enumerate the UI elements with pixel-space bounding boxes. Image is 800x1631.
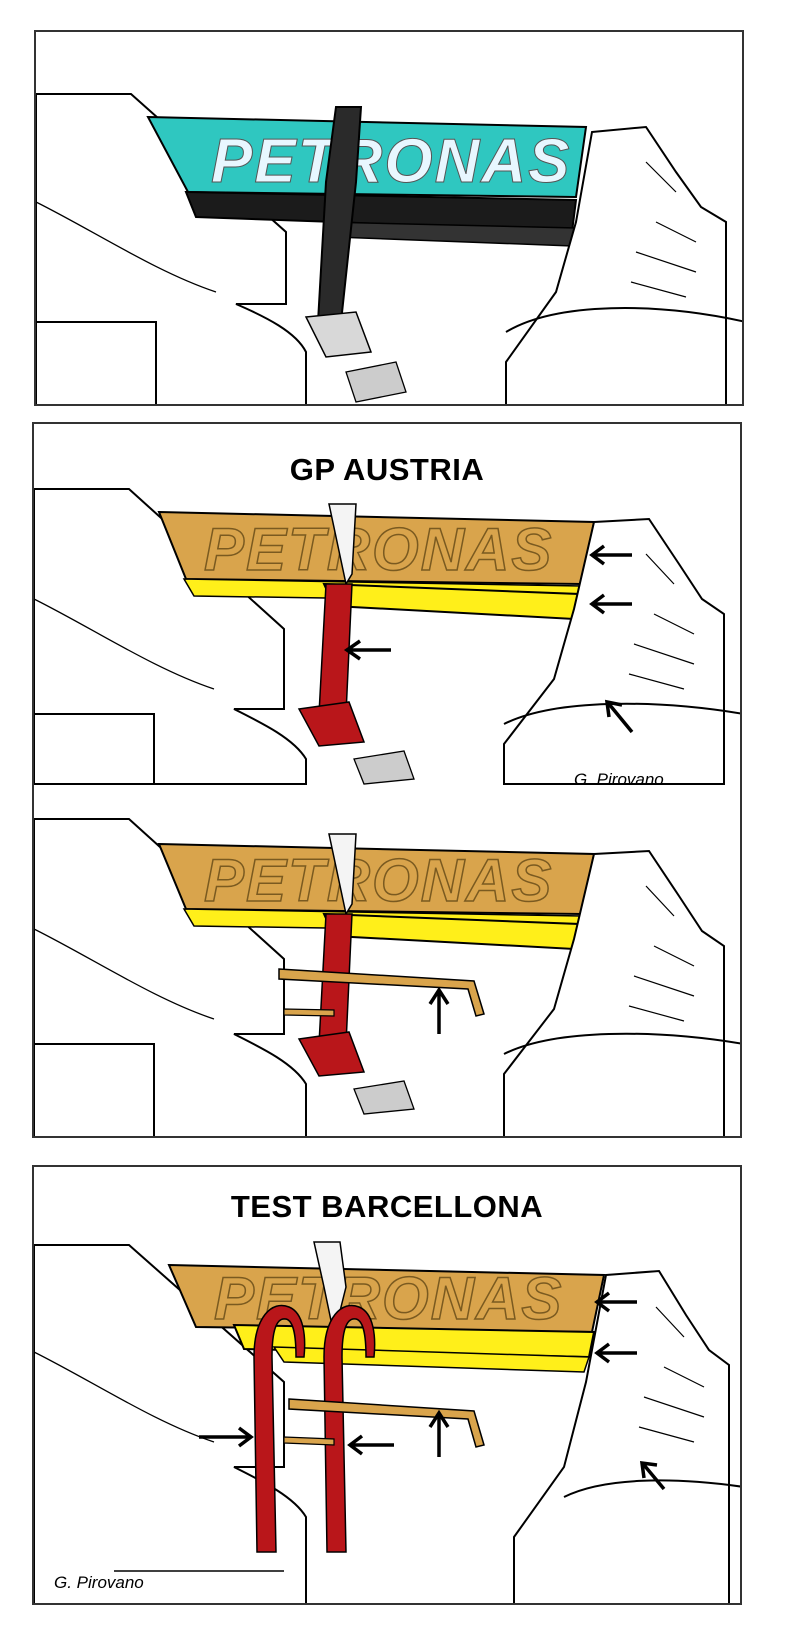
engine-cover xyxy=(36,93,307,404)
wing-drawing-barcellona: PETRONAS xyxy=(34,1241,740,1603)
arrow-icon xyxy=(589,544,632,566)
beam-wing-lower xyxy=(283,1008,335,1017)
diffuser-vane xyxy=(353,1080,415,1115)
arrow-icon xyxy=(594,1342,637,1364)
endplate-slots xyxy=(628,885,695,1022)
endplate xyxy=(503,517,725,785)
panel-test-barcellona: TEST BARCELLONA PETRONAS G. Pirovano xyxy=(32,1165,742,1605)
panel-title: GP AUSTRIA xyxy=(289,452,485,487)
wing-drawing-original: PETRONAS xyxy=(36,93,742,404)
arrow-icon xyxy=(604,699,634,734)
beam-wing xyxy=(278,968,485,1017)
panel-original: PETRONAS xyxy=(34,30,744,406)
tyre-edge xyxy=(503,1032,740,1055)
endplate xyxy=(513,1269,730,1603)
wing-text-petronas: PETRONAS xyxy=(204,516,553,583)
engine-cover xyxy=(34,488,307,785)
panel-gp-austria: GP AUSTRIA PETRONAS xyxy=(32,422,742,1138)
credit: G. Pirovano xyxy=(574,770,664,789)
tyre-edge xyxy=(505,307,742,333)
cover-line xyxy=(34,598,215,690)
cover-line xyxy=(34,928,215,1020)
arrow-icon xyxy=(589,593,632,615)
pylon-base xyxy=(297,701,366,747)
floor-edge xyxy=(34,713,155,784)
austria-view-top: PETRONAS xyxy=(34,488,740,785)
arrow-icon xyxy=(347,1434,394,1456)
credit: G. Pirovano xyxy=(54,1573,144,1592)
arrow-icon xyxy=(343,639,391,661)
tyre-edge xyxy=(563,1479,740,1498)
wing-text-petronas: PETRONAS xyxy=(204,847,553,914)
arrow-icon xyxy=(428,986,450,1034)
arrow-icon xyxy=(594,1291,637,1313)
endplate-slots xyxy=(628,553,695,690)
engine-cover xyxy=(34,818,307,1136)
pylon-top xyxy=(328,503,357,587)
arrow-icon xyxy=(428,1409,450,1457)
endplate xyxy=(505,125,727,404)
diffuser-vane xyxy=(353,750,415,785)
arrow-icon xyxy=(199,1426,254,1448)
cover-line xyxy=(34,1351,215,1443)
swan-neck-pylon-left xyxy=(253,1304,306,1553)
swan-neck-pylon-right xyxy=(323,1304,376,1553)
panel-title: TEST BARCELLONA xyxy=(230,1189,544,1224)
pylon-base xyxy=(297,1031,366,1077)
wing-text-petronas: PETRONAS xyxy=(211,127,571,196)
diffuser-vane xyxy=(345,361,407,403)
main-plane xyxy=(146,115,588,199)
flap-lower xyxy=(272,1346,591,1373)
pylon-base xyxy=(304,311,373,358)
endplate-slots xyxy=(638,1306,705,1443)
cover-line xyxy=(36,201,217,293)
floor-edge xyxy=(34,1043,155,1136)
beam-wing-lower xyxy=(283,1436,335,1446)
arrow-icon xyxy=(639,1460,666,1491)
austria-view-bottom: PETRONAS xyxy=(34,818,740,1136)
wing-drawing-austria: PETRONAS PETRONAS xyxy=(34,488,740,1136)
beam-wing xyxy=(288,1398,485,1448)
floor-edge xyxy=(36,321,157,404)
pylon-top xyxy=(328,833,357,917)
endplate-slots xyxy=(630,161,697,298)
endplate xyxy=(503,849,725,1136)
